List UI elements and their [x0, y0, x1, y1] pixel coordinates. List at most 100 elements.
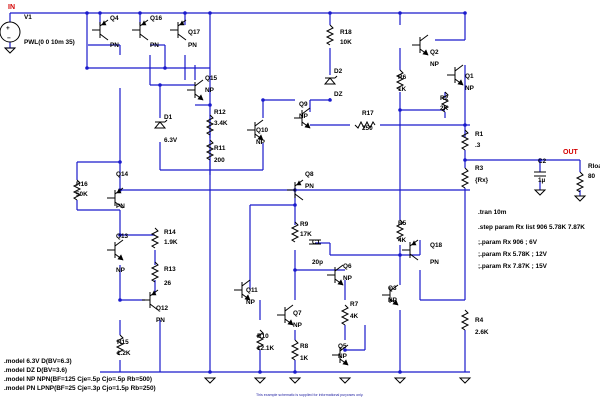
ground-symbol — [573, 195, 587, 202]
ground-symbol — [458, 377, 472, 384]
resistor-label-r9: R9 — [300, 221, 309, 228]
transistor-q15 — [187, 79, 204, 101]
transistor-label-q1: Q1 — [465, 73, 474, 80]
junction-dot — [398, 253, 402, 257]
plus-sign: + — [6, 25, 10, 32]
resistor-value-r2: 2K — [440, 105, 449, 112]
resistor-label-r17: R17 — [362, 110, 374, 117]
junction-dot — [463, 123, 467, 127]
resistor-value-r14: 1.9K — [164, 239, 178, 246]
ground-symbol — [288, 377, 302, 384]
transistor-label-q6: Q6 — [343, 263, 352, 270]
transistor-q13 — [107, 239, 124, 261]
capacitor-value-c1: 20p — [312, 259, 323, 266]
ground-symbol — [393, 377, 407, 384]
transistor-q9 — [294, 107, 311, 129]
transistor-type-q10: NP — [256, 139, 266, 146]
junction-dot — [328, 98, 332, 102]
junction-dot — [208, 11, 212, 15]
transistor-type-q12: PN — [156, 317, 165, 324]
resistor-label-r13: R13 — [164, 266, 176, 273]
transistor-q2 — [412, 34, 429, 56]
transistor-type-q9: NP — [299, 113, 309, 120]
resistor-value-r5: 4K — [398, 237, 407, 244]
resistor-value-r10: 12.1K — [257, 345, 274, 352]
resistor-value-r16: 50K — [76, 191, 88, 198]
junction-dot — [118, 233, 122, 237]
diode-label-d2: D2 — [334, 68, 343, 75]
resistor-value-r8: 1K — [300, 355, 309, 362]
junction-dot — [118, 160, 122, 164]
transistor-label-q16: Q16 — [150, 15, 163, 22]
spice-directive: .step param Rx list 906 5.78K 7.87K — [478, 224, 585, 231]
junction-dot — [293, 203, 297, 207]
transistor-q14 — [107, 187, 124, 209]
resistor-label-r10: R10 — [257, 333, 269, 340]
resistor-value-r17: 250 — [362, 125, 373, 132]
resistor-r12 — [205, 114, 215, 136]
transistor-q10 — [247, 119, 264, 141]
junction-dot — [293, 268, 297, 272]
transistor-label-q15: Q15 — [205, 75, 218, 82]
junction-dot — [463, 11, 467, 15]
junction-dot — [343, 348, 347, 352]
transistor-type-q8: PN — [305, 183, 314, 190]
capacitor-c1 — [309, 239, 321, 245]
capacitor-label-c1: C1 — [312, 239, 321, 246]
ground-symbol — [533, 189, 547, 196]
spice-directive: ;.param Rx 5.78K ; 12V — [478, 251, 548, 258]
junction-dot — [158, 83, 162, 87]
transistor-q5 — [332, 344, 349, 366]
resistor-r1 — [460, 129, 470, 151]
resistor-r14 — [150, 227, 160, 249]
diode-value-d1: 6.3V — [164, 137, 178, 144]
ground-symbol — [203, 377, 217, 384]
transistor-type-q13: NP — [116, 267, 126, 274]
transistor-q3 — [382, 284, 399, 306]
transistor-label-q10: Q10 — [256, 127, 269, 134]
resistor-value-r18: 10K — [340, 39, 352, 46]
junction-dot — [85, 66, 89, 70]
junction-dot — [538, 158, 542, 162]
transistor-type-q17: PN — [188, 42, 197, 49]
transistor-type-q1: NP — [465, 85, 475, 92]
junction-dot — [208, 370, 212, 374]
resistor-value-r9: 17K — [300, 231, 312, 238]
resistor-label-r4: R4 — [475, 317, 484, 324]
resistor-value-r12: 3.4K — [214, 120, 228, 127]
junction-dot — [398, 11, 402, 15]
junction-dot — [118, 298, 122, 302]
junction-dot — [183, 11, 187, 15]
junction-dot — [398, 108, 402, 112]
junction-dot — [208, 103, 212, 107]
transistor-type-q15: NP — [205, 87, 215, 94]
resistor-value-r4: 2.6K — [475, 329, 489, 336]
resistor-r15 — [115, 334, 125, 356]
model-statement: .model PN LPNP(BF=25 Cje=.3p Cjo=1.5p Rb… — [4, 385, 156, 392]
resistor-value-r6: 1K — [398, 86, 407, 93]
ground-symbol — [338, 377, 352, 384]
resistor-rload — [575, 171, 585, 193]
transistor-q17 — [170, 19, 187, 41]
diode-label-d1: D1 — [164, 114, 173, 121]
resistor-r11 — [205, 139, 215, 161]
transistor-type-q3: NP — [388, 297, 398, 304]
resistor-label-r12: R12 — [214, 109, 226, 116]
transistor-type-q16: PN — [150, 42, 159, 49]
transistor-type-q4: PN — [110, 42, 119, 49]
ground-symbol — [253, 377, 267, 384]
transistor-q7 — [277, 304, 294, 326]
resistor-label-r3: R3 — [475, 165, 484, 172]
resistor-value-r13: 26 — [164, 280, 172, 287]
resistor-label-r16: R16 — [76, 181, 88, 188]
junction-dot — [328, 11, 332, 15]
ground-symbol — [3, 47, 17, 54]
minus-sign: − — [7, 35, 11, 42]
spice-directive: .tran 10m — [478, 209, 507, 216]
resistor-label-r2: R2 — [440, 95, 449, 102]
transistor-q18 — [402, 239, 419, 261]
transistor-label-q4: Q4 — [110, 15, 119, 22]
junction-dot — [261, 98, 265, 102]
